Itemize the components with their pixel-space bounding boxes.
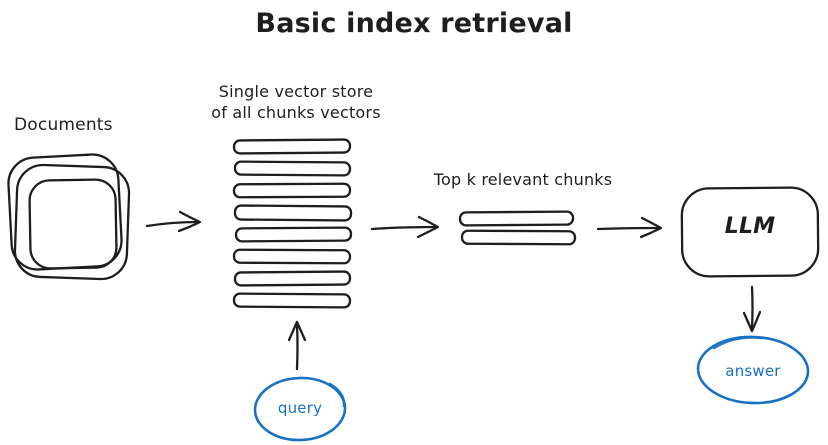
vector-store-label-line1: Single vector store (218, 82, 374, 101)
arrow-documents-to-store (145, 210, 202, 233)
llm-label: LLM (724, 214, 776, 239)
documents-stack-shape (7, 153, 131, 281)
topk-chunks-label: Top k relevant chunks (433, 170, 613, 189)
documents-label: Documents (14, 115, 113, 135)
arrow-llm-to-answer (742, 285, 762, 333)
llm-box-shape (680, 186, 820, 278)
vector-store-stack-shape (232, 138, 353, 309)
arrow-query-to-store (287, 320, 307, 371)
diagram-title: Basic index retrieval (255, 8, 573, 39)
topk-chunks-shape (458, 210, 577, 246)
arrow-store-to-topk (370, 215, 440, 239)
answer-ellipse-shape (696, 335, 810, 405)
query-label: query (277, 399, 323, 417)
arrow-topk-to-llm (596, 216, 663, 239)
query-ellipse-shape (253, 376, 347, 442)
answer-label: answer (725, 362, 781, 380)
vector-store-label: Single vector store of all chunks vector… (188, 82, 404, 124)
vector-store-label-line2: of all chunks vectors (211, 102, 381, 122)
